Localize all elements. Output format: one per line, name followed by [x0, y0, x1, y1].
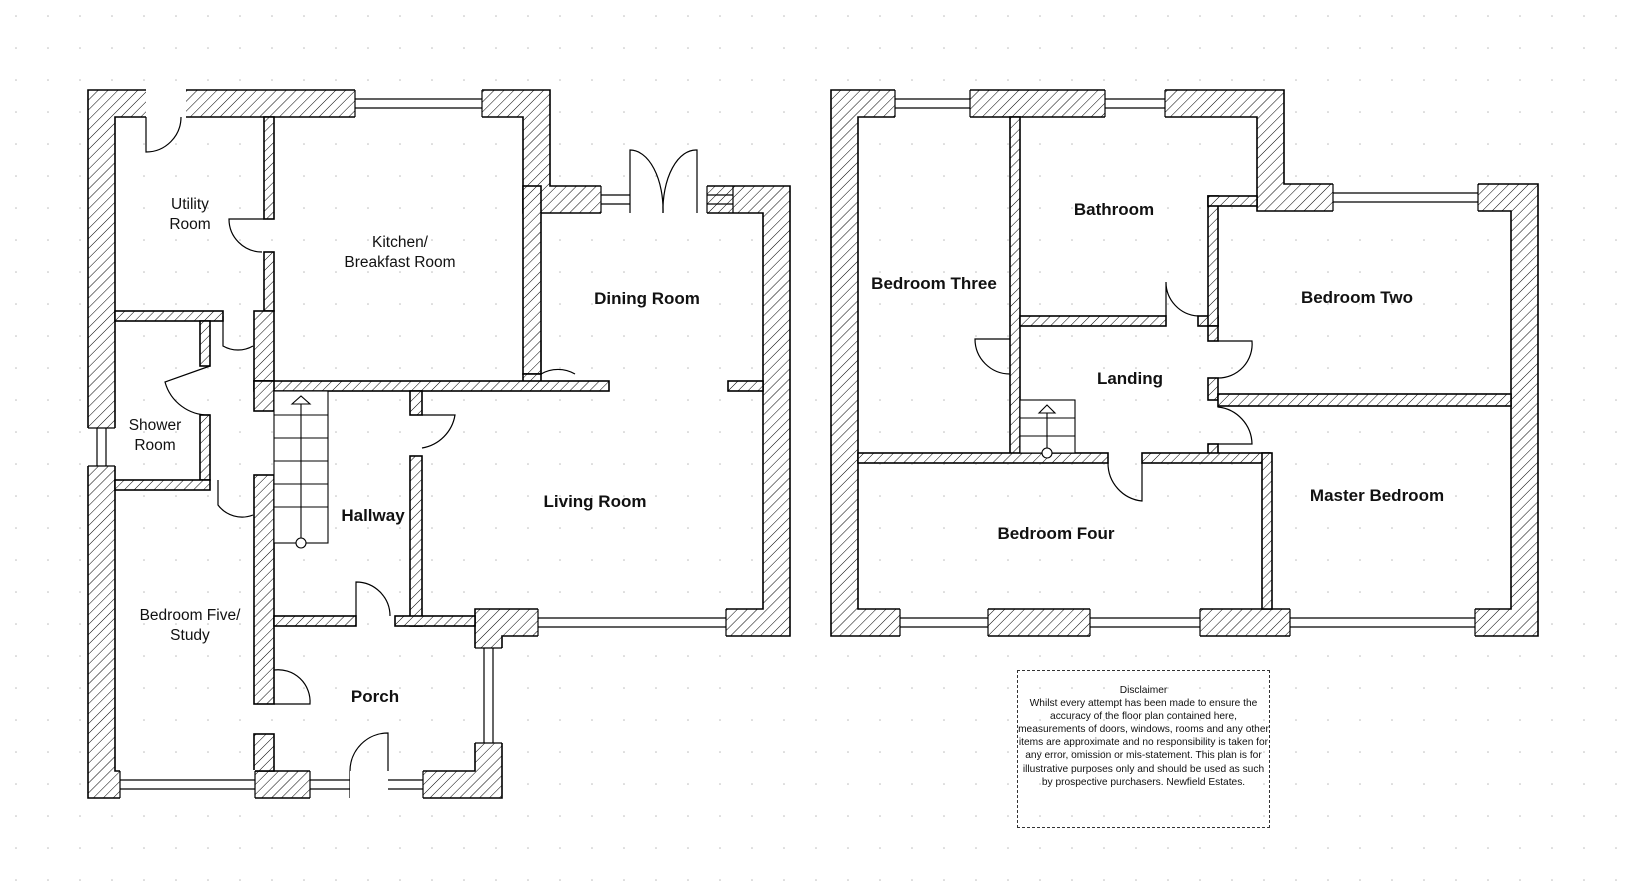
first-floor-outer-wall [830, 89, 1539, 637]
bedroom-five-label-line2: Study [170, 627, 210, 644]
bedroom-two-label: Bedroom Two [1301, 288, 1413, 307]
shower-room-label-line1: Shower [129, 417, 182, 434]
ground-floor-openings [87, 89, 734, 800]
first-floor-openings [894, 89, 1479, 638]
kitchen-label-line2: Breakfast Room [344, 254, 455, 271]
bedroom-three-label: Bedroom Three [871, 274, 997, 293]
living-room-label: Living Room [544, 492, 647, 511]
disclaimer-box: Disclaimer Whilst every attempt has been… [1017, 670, 1270, 828]
disclaimer-title: Disclaimer [1119, 685, 1168, 696]
kitchen-label-line1: Kitchen/ [372, 234, 429, 251]
ground-floor-staircase [273, 390, 329, 549]
disclaimer-body: Whilst every attempt has been made to en… [1018, 698, 1269, 788]
hallway-label: Hallway [341, 506, 405, 525]
ground-floor-interior-walls [114, 116, 764, 772]
porch-label: Porch [351, 687, 399, 706]
master-bedroom-label: Master Bedroom [1310, 486, 1444, 505]
first-floor-staircase [1019, 399, 1076, 459]
utility-room-label-line2: Room [169, 216, 210, 233]
first-floor-plan: Bedroom Three Bathroom Bedroom Two Landi… [830, 89, 1539, 638]
bathroom-label: Bathroom [1074, 200, 1154, 219]
bedroom-four-label: Bedroom Four [997, 524, 1114, 543]
bedroom-five-label-line1: Bedroom Five/ [140, 607, 241, 624]
ground-floor-plan: Utility Room Kitchen/ Breakfast Room Din… [87, 89, 791, 800]
first-floor-interior-walls [857, 116, 1512, 610]
utility-room-label-line1: Utility [171, 196, 209, 213]
dining-room-label: Dining Room [594, 289, 700, 308]
ground-floor-labels: Utility Room Kitchen/ Breakfast Room Din… [129, 196, 700, 706]
landing-label: Landing [1097, 369, 1163, 388]
first-floor-labels: Bedroom Three Bathroom Bedroom Two Landi… [871, 200, 1444, 543]
ground-floor-doors [145, 116, 698, 772]
shower-room-label-line2: Room [134, 437, 175, 454]
first-floor-doors [974, 281, 1253, 502]
